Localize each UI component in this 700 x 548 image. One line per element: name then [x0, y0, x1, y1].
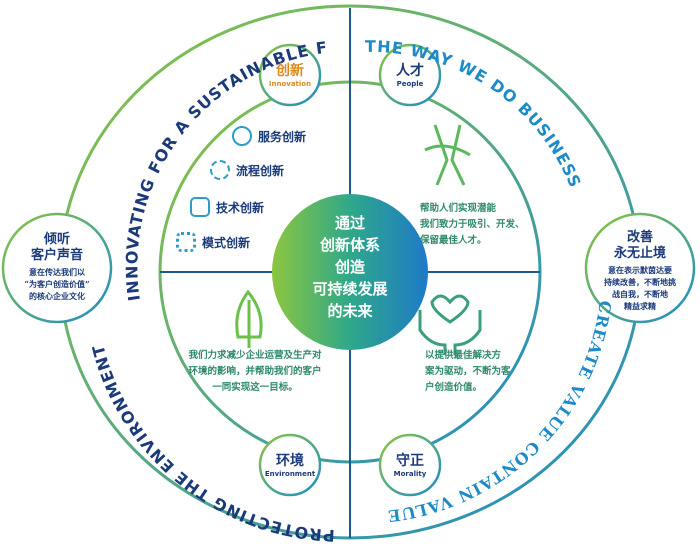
- badge-en: Innovation: [268, 80, 312, 88]
- badge-environment: 环境 Environment: [260, 450, 320, 478]
- item-label: 服务创新: [258, 129, 307, 144]
- left-circle-text: 倾听 客户声音 意在传达我们以 “为客户创造价值” 的核心企业文化: [24, 232, 90, 301]
- svg-text:的未来: 的未来: [327, 302, 373, 320]
- hands-together-icon: [424, 124, 471, 186]
- badge-en: Morality: [393, 470, 427, 478]
- right-circle-text: 改善 永无止境 意在表示默茵达要 持续改善，不断地挑 战自我，不断地 精益求精: [604, 230, 676, 311]
- people-text: 帮助人们实现潜能我们致力于吸引、开发、保留最佳人才。: [420, 203, 525, 246]
- badge-people: 人才 People: [380, 60, 440, 88]
- center-text: 通过 创新体系 创造 可持续发展 的未来: [312, 214, 387, 320]
- service-icon: [232, 126, 252, 146]
- badge-cn: 创新: [276, 63, 304, 79]
- svg-text:可持续发展: 可持续发展: [312, 280, 387, 298]
- morality-text: 以提供最佳解决方案为驱动，不断为客户创造价值。: [425, 350, 511, 393]
- tree-icon: [235, 289, 263, 348]
- badge-en: Environment: [264, 470, 316, 478]
- svg-text:创造: 创造: [334, 258, 365, 276]
- refresh-icon: [210, 160, 230, 180]
- item-label: 技术创新: [216, 200, 265, 215]
- badge-cn: 守正: [396, 453, 424, 469]
- innovation-item-model: 模式创新: [176, 232, 250, 252]
- item-label: 流程创新: [236, 163, 285, 178]
- environment-text: 我们力求减少企业运营及生产对环境的影响，并帮助我们的客户一同实现这一目标。: [188, 350, 322, 393]
- badge-innovation: 创新 Innovation: [260, 60, 320, 88]
- svg-text:通过: 通过: [335, 214, 365, 232]
- item-label: 模式创新: [202, 235, 251, 250]
- innovation-item-technology: 技术创新: [190, 197, 264, 217]
- badge-cn: 环境: [276, 453, 304, 469]
- gear-icon: [190, 197, 210, 217]
- grid-icon: [176, 232, 196, 252]
- svg-text:创新体系: 创新体系: [319, 236, 380, 254]
- badge-morality: 守正 Morality: [380, 450, 440, 478]
- center-circle: [272, 194, 428, 350]
- badge-circles: [1, 43, 696, 497]
- innovation-item-process: 流程创新: [210, 160, 284, 180]
- badge-en: People: [396, 80, 424, 88]
- heart-hands-icon: [418, 294, 482, 355]
- badge-cn: 人才: [396, 63, 424, 79]
- innovation-item-service: 服务创新: [232, 126, 306, 146]
